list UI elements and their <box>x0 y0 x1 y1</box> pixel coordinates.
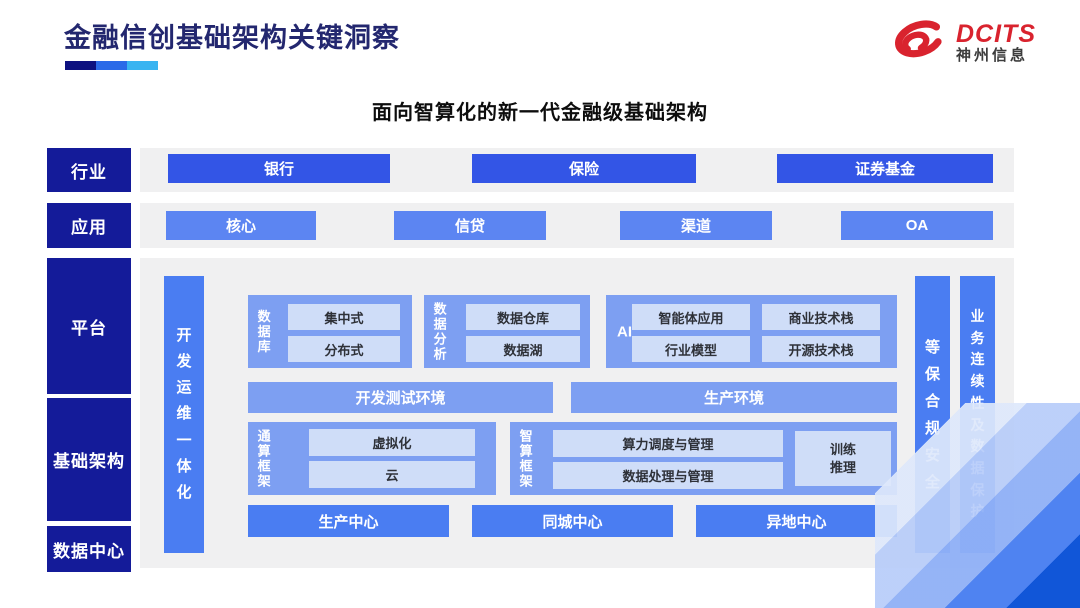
database-item: 集中式 <box>288 304 400 330</box>
row-label-platform: 平台 <box>47 258 131 394</box>
general-framework-label: 通算框架 <box>257 427 271 489</box>
devops-bar-label: 开发运维一体化 <box>176 326 192 502</box>
database-group: 数据库 集中式 分布式 <box>248 295 412 368</box>
intelligent-framework-item: 数据处理与管理 <box>553 462 783 489</box>
analytics-group: 数据分析 数据仓库 数据湖 <box>424 295 590 368</box>
application-chip: 核心 <box>166 211 316 240</box>
ai-group-label: AI <box>617 323 632 340</box>
logo-brand-text: DCITS <box>956 19 1036 48</box>
devops-bar: 开发运维一体化 <box>164 276 204 553</box>
underline-segment <box>65 61 96 70</box>
logo-swirl-icon <box>890 14 948 71</box>
analytics-item: 数据仓库 <box>466 304 580 330</box>
database-item: 分布式 <box>288 336 400 362</box>
intelligent-framework-label: 智算框架 <box>519 427 533 489</box>
title-underline <box>65 61 158 70</box>
application-chip: 信贷 <box>394 211 546 240</box>
intelligent-framework-group: 智算框架 算力调度与管理 数据处理与管理 训练推理 <box>510 422 897 495</box>
brand-logo: DCITS 神州信息 <box>890 14 1036 71</box>
security-compliance-bar: 等保合规安全 <box>915 276 950 553</box>
application-chip: OA <box>841 211 993 240</box>
underline-segment <box>96 61 127 70</box>
row-label-datacenter: 数据中心 <box>47 526 131 572</box>
row-label-industry: 行业 <box>47 148 131 192</box>
center-chip: 生产中心 <box>248 505 449 537</box>
row-label-application: 应用 <box>47 203 131 248</box>
industry-chip: 保险 <box>472 154 696 183</box>
industry-chip: 银行 <box>168 154 390 183</box>
analytics-item: 数据湖 <box>466 336 580 362</box>
ai-group: AI 智能体应用 商业技术栈 行业模型 开源技术栈 <box>606 295 897 368</box>
industry-chip: 证券基金 <box>777 154 993 183</box>
row-label-infrastructure: 基础架构 <box>47 398 131 521</box>
business-continuity-bar: 业务连续性及数据保护 <box>960 276 995 553</box>
analytics-group-label: 数据分析 <box>433 300 447 362</box>
ai-item: 智能体应用 <box>632 304 750 330</box>
underline-segment <box>127 61 158 70</box>
application-chip: 渠道 <box>620 211 772 240</box>
center-chip: 异地中心 <box>696 505 897 537</box>
business-continuity-label: 业务连续性及数据保护 <box>970 308 985 520</box>
security-compliance-label: 等保合规安全 <box>924 338 940 491</box>
intelligent-framework-item: 算力调度与管理 <box>553 430 783 457</box>
general-framework-item: 虚拟化 <box>309 429 475 456</box>
general-framework-group: 通算框架 虚拟化 云 <box>248 422 496 495</box>
ai-item: 开源技术栈 <box>762 336 880 362</box>
training-inference-label: 训练推理 <box>829 441 856 475</box>
training-inference-box: 训练推理 <box>795 431 891 486</box>
database-group-label: 数据库 <box>257 308 271 355</box>
logo-company-text: 神州信息 <box>956 47 1029 64</box>
production-environment-bar: 生产环境 <box>571 382 897 413</box>
ai-item: 行业模型 <box>632 336 750 362</box>
dev-test-environment-bar: 开发测试环境 <box>248 382 553 413</box>
ai-item: 商业技术栈 <box>762 304 880 330</box>
page-title: 金融信创基础架构关键洞察 <box>64 23 400 53</box>
page-subtitle: 面向智算化的新一代金融级基础架构 <box>372 102 708 124</box>
center-chip: 同城中心 <box>472 505 673 537</box>
general-framework-item: 云 <box>309 461 475 488</box>
